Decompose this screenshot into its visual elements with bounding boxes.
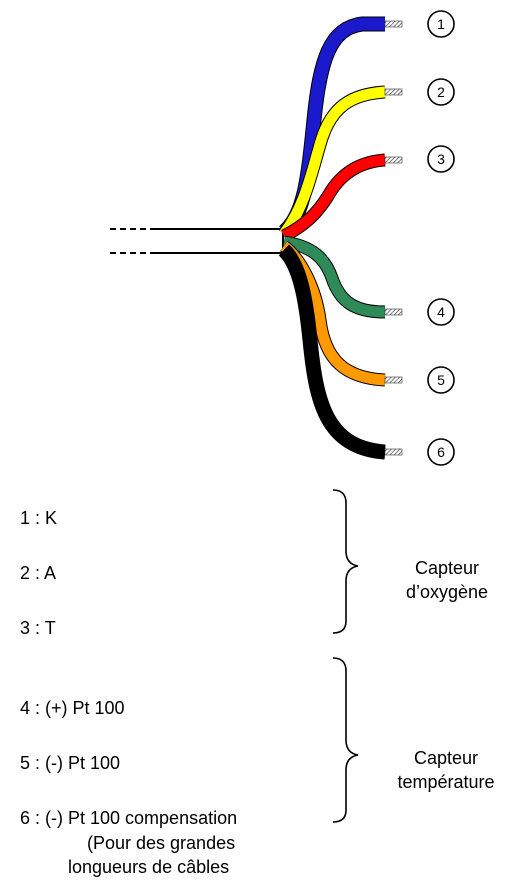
group-label-oxygen-sensor: Capteur d’oxygène <box>392 556 502 604</box>
wire-6 <box>279 245 386 459</box>
label-wire-1: 1 : K <box>20 508 58 528</box>
wire-3 <box>281 154 386 241</box>
brace-oxygen <box>332 489 359 634</box>
label-wire-6-note-2: longueurs de câbles <box>68 857 230 877</box>
wire-2 <box>279 86 386 238</box>
wire-3-marker-circle <box>427 145 455 173</box>
wire-3-stripped-tip <box>384 156 403 164</box>
group-label-oxygen-line1: Capteur <box>414 558 480 578</box>
cable-sheath <box>110 228 284 254</box>
wire-4-marker-circle <box>427 298 455 326</box>
group-label-oxygen-line2: d’oxygène <box>405 582 489 602</box>
wire-3-marker-number: 3 <box>437 151 445 167</box>
wire-5-stripped-tip <box>384 376 403 384</box>
wire-4-stripped-tip <box>384 308 403 316</box>
wire-2-stripped-tip <box>384 88 403 96</box>
label-wire-6: 6 : (-) Pt 100 compensation <box>20 808 238 828</box>
brace-temperature <box>332 657 359 823</box>
wire-4-marker-number: 4 <box>437 304 445 320</box>
wire-5-marker-number: 5 <box>437 372 445 388</box>
label-wire-2: 2 : A <box>20 563 57 583</box>
wire-2-marker-circle <box>427 78 455 106</box>
wire-1-marker-circle <box>427 10 455 38</box>
label-wire-4: 4 : (+) Pt 100 <box>20 698 125 718</box>
label-wire-6-note-1: (Pour des grandes <box>87 833 236 853</box>
wire-4 <box>283 236 386 318</box>
wire-1-stripped-tip <box>384 20 403 28</box>
group-label-temperature-line1: Capteur <box>413 748 479 768</box>
group-label-temperature-sensor: Capteur température <box>383 746 509 794</box>
wire-5-marker-circle <box>427 366 455 394</box>
group-label-temperature-line2: température <box>397 772 495 792</box>
label-wire-5: 5 : (-) Pt 100 <box>20 753 121 773</box>
wire-1-marker-number: 1 <box>437 16 445 32</box>
wire-6-stripped-tip <box>384 448 403 456</box>
wire-6-marker-circle <box>427 438 455 466</box>
wire-2-marker-number: 2 <box>437 84 445 100</box>
wire-6-marker-number: 6 <box>437 444 445 460</box>
label-wire-3: 3 : T <box>20 618 56 638</box>
